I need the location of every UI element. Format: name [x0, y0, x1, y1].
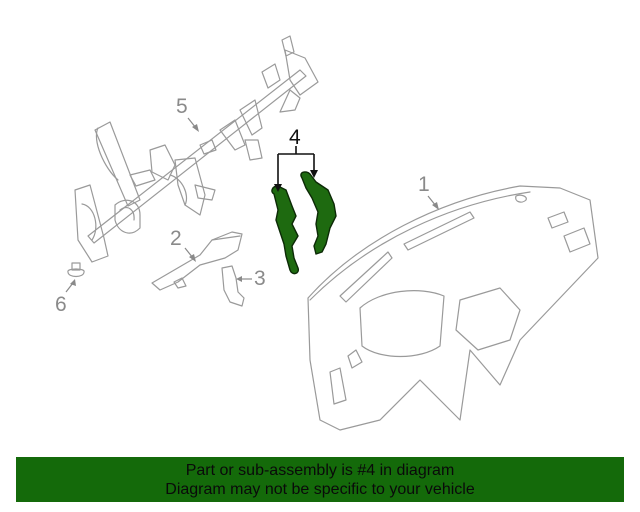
callout-1: 1	[418, 173, 430, 196]
callout-5: 5	[176, 95, 188, 118]
callout-4: 4	[289, 126, 301, 149]
reinforcement-beam-art	[74, 35, 319, 263]
support-brackets-art	[271, 171, 337, 275]
bracket-art	[151, 231, 243, 291]
callout-6: 6	[55, 293, 67, 316]
instrument-panel-art	[307, 185, 599, 431]
banner-line-1: Part or sub-assembly is #4 in diagram	[185, 461, 455, 479]
callout-2: 2	[170, 227, 182, 250]
part-info-banner: Part or sub-assembly is #4 in diagram Di…	[16, 457, 624, 502]
callout-3: 3	[254, 267, 266, 290]
parts-diagram-art	[65, 35, 599, 431]
banner-line-2: Diagram may not be specific to your vehi…	[165, 480, 475, 498]
bracket-small-art	[221, 265, 245, 307]
parts-diagram: 1 2 3 4 5 6	[55, 35, 599, 431]
clip-art	[67, 262, 85, 278]
callout-4-leader	[274, 146, 318, 192]
